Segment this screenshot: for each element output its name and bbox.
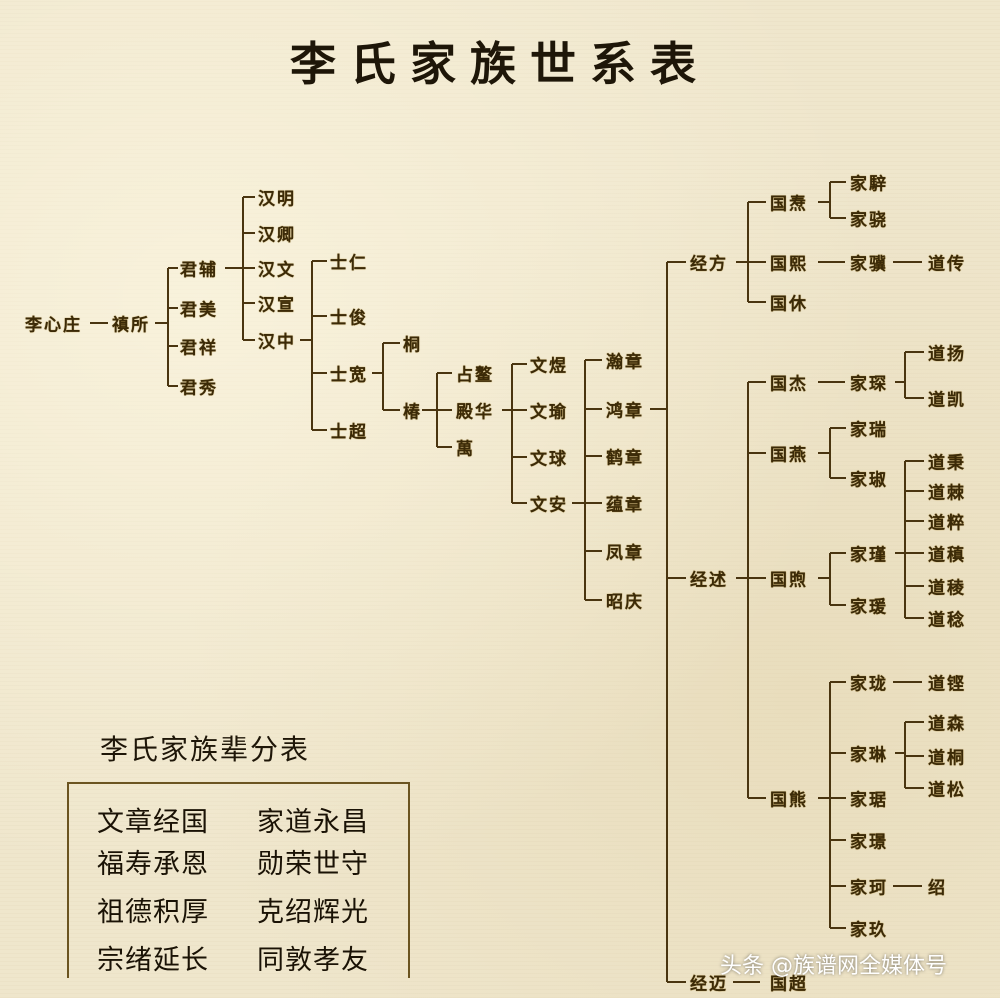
- tree-node: 君辅: [180, 260, 218, 281]
- tree-node: 家珑: [850, 674, 888, 695]
- tree-node: 经方: [690, 254, 728, 275]
- tree-node: 占鳌: [456, 365, 494, 386]
- generation-phrase: 福寿承恩: [97, 849, 209, 880]
- tree-node: 君秀: [180, 378, 218, 399]
- tree-node: 家琛: [850, 374, 888, 395]
- tree-node: 道扬: [928, 344, 966, 365]
- tree-node: 国燕: [770, 445, 808, 466]
- tree-node: 瀚章: [606, 352, 644, 373]
- tree-node: 道棘: [928, 483, 966, 504]
- tree-node: 国焘: [770, 194, 808, 215]
- generation-table: 文章经国 家道永昌福寿承恩 勋荣世守祖德积厚 克绍辉光宗绪延长 同敦孝友: [67, 782, 410, 978]
- tree-node: 士宽: [330, 365, 368, 386]
- tree-node: 道传: [928, 254, 966, 275]
- tree-node: 绍: [928, 878, 947, 899]
- tree-node: 文瑜: [530, 402, 568, 423]
- tree-node: 家骁: [850, 210, 888, 231]
- tree-node: 道铿: [928, 674, 966, 695]
- tree-node: 萬: [456, 439, 475, 460]
- tree-node: 鹤章: [606, 448, 644, 469]
- generation-phrase: 同敦孝友: [257, 945, 369, 976]
- tree-node: 殿华: [456, 402, 494, 423]
- tree-node: 家珂: [850, 878, 888, 899]
- tree-node: 鸿章: [606, 401, 644, 422]
- tree-node: 家骥: [850, 254, 888, 275]
- tree-node: 国杰: [770, 374, 808, 395]
- tree-node: 士超: [330, 422, 368, 443]
- tree-node: 道森: [928, 714, 966, 735]
- tree-node: 家璟: [850, 832, 888, 853]
- tree-node: 家瑗: [850, 597, 888, 618]
- tree-node: 国休: [770, 294, 808, 315]
- tree-node: 汉明: [258, 189, 296, 210]
- tree-node: 家琡: [850, 470, 888, 491]
- tree-node: 家瑞: [850, 420, 888, 441]
- tree-node: 道秉: [928, 453, 966, 474]
- tree-node: 桐: [403, 335, 422, 356]
- tree-node: 士俊: [330, 308, 368, 329]
- tree-node: 国熙: [770, 254, 808, 275]
- tree-node: 经述: [690, 570, 728, 591]
- generation-phrase: 文章经国: [97, 807, 209, 838]
- tree-node: 道桐: [928, 748, 966, 769]
- tree-node: 道粹: [928, 513, 966, 534]
- tree-node: 家琳: [850, 745, 888, 766]
- tree-node: 国熊: [770, 790, 808, 811]
- tree-node: 家瑾: [850, 545, 888, 566]
- generation-phrase: 克绍辉光: [257, 897, 369, 928]
- tree-node: 文球: [530, 449, 568, 470]
- generation-phrase: 祖德积厚: [97, 897, 209, 928]
- tree-node: 经迈: [690, 974, 728, 995]
- tree-node: 椿: [403, 402, 422, 423]
- tree-node: 道凯: [928, 390, 966, 411]
- tree-node: 国超: [770, 974, 808, 995]
- tree-node: 蕴章: [606, 495, 644, 516]
- generation-phrase: 勋荣世守: [257, 849, 369, 880]
- tree-node: 道松: [928, 780, 966, 801]
- tree-node: 文安: [530, 495, 568, 516]
- tree-node: 凤章: [606, 543, 644, 564]
- tree-node: 家玖: [850, 920, 888, 941]
- tree-node: 李心庄: [25, 315, 82, 336]
- watermark: 头条 @族谱网全媒体号: [720, 954, 947, 979]
- tree-node: 道稜: [928, 578, 966, 599]
- page-title: 李氏家族世系表: [290, 37, 710, 91]
- generation-phrase: 家道永昌: [257, 807, 369, 838]
- tree-node: 汉文: [258, 260, 296, 281]
- tree-node: 昭庆: [606, 592, 644, 613]
- tree-node: 君祥: [180, 338, 218, 359]
- generation-table-title: 李氏家族辈分表: [100, 733, 311, 766]
- tree-node: 士仁: [330, 253, 368, 274]
- generation-phrase: 宗绪延长: [97, 945, 209, 976]
- tree-node: 家騂: [850, 174, 888, 195]
- tree-node: 道稔: [928, 610, 966, 631]
- tree-node: 汉宣: [258, 295, 296, 316]
- tree-node: 家琚: [850, 790, 888, 811]
- tree-node: 道稹: [928, 545, 966, 566]
- tree-node: 国煦: [770, 570, 808, 591]
- tree-node: 汉中: [258, 332, 296, 353]
- tree-node: 君美: [180, 300, 218, 321]
- tree-node: 文煜: [530, 356, 568, 377]
- tree-node: 汉卿: [258, 225, 296, 246]
- tree-node: 禛所: [112, 315, 150, 336]
